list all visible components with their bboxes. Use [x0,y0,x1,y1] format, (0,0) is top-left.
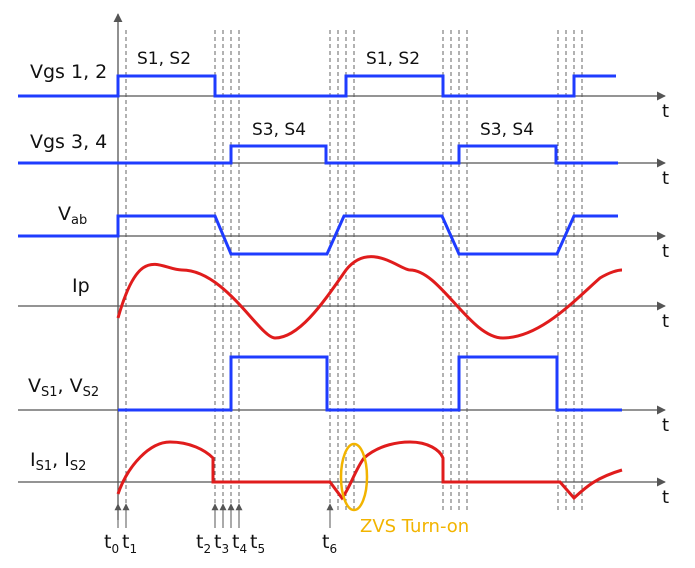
time-mark-t0: t0 [104,531,119,556]
t-label-vgs12: t [662,101,669,122]
waveform-is [116,440,623,501]
row-label-is: IS1, IS2 [30,449,86,474]
time-axes [18,91,666,487]
row-label-vgs12: Vgs 1, 2 [30,61,107,83]
t-label-ip: t [662,311,669,332]
zvs-highlight-ellipse [339,442,369,512]
pulse-label-s3s4-first: S3, S4 [252,120,306,140]
row-label-vgs34: Vgs 3, 4 [30,131,107,153]
time-mark-t3: t3 [214,531,229,556]
pulse-label-s1s2-second: S1, S2 [366,49,420,69]
t-label-vs: t [662,415,669,436]
waveform-ip [116,255,623,340]
waveform-vs [118,355,622,412]
waveform-vgs34 [18,144,618,165]
row-label-vs: VS1, VS2 [28,375,99,400]
time-mark-t2: t2 [196,531,211,556]
time-reference-lines [125,30,583,510]
t-label-vab: t [662,241,669,262]
waveform-vgs12 [18,74,616,98]
time-mark-t4: t4 [232,531,247,556]
pulse-label-s3s4-second: S3, S4 [480,120,534,140]
t-label-is: t [662,487,669,508]
time-mark-t6: t6 [322,531,337,556]
blue-waveforms [18,74,622,412]
t-labels: t t t t t t [662,101,669,508]
red-waveforms [116,255,623,501]
time-mark-t1: t1 [122,531,137,556]
time-mark-t5: t5 [250,531,265,556]
row-label-vab: Vab [58,203,87,228]
t-label-vgs34: t [662,168,669,189]
time-markers [114,503,334,528]
waveform-vab [18,214,618,256]
pulse-label-s1s2-first: S1, S2 [137,49,191,69]
zvs-annotation-label: ZVS Turn-on [360,516,469,537]
row-label-ip: Ip [72,275,90,297]
